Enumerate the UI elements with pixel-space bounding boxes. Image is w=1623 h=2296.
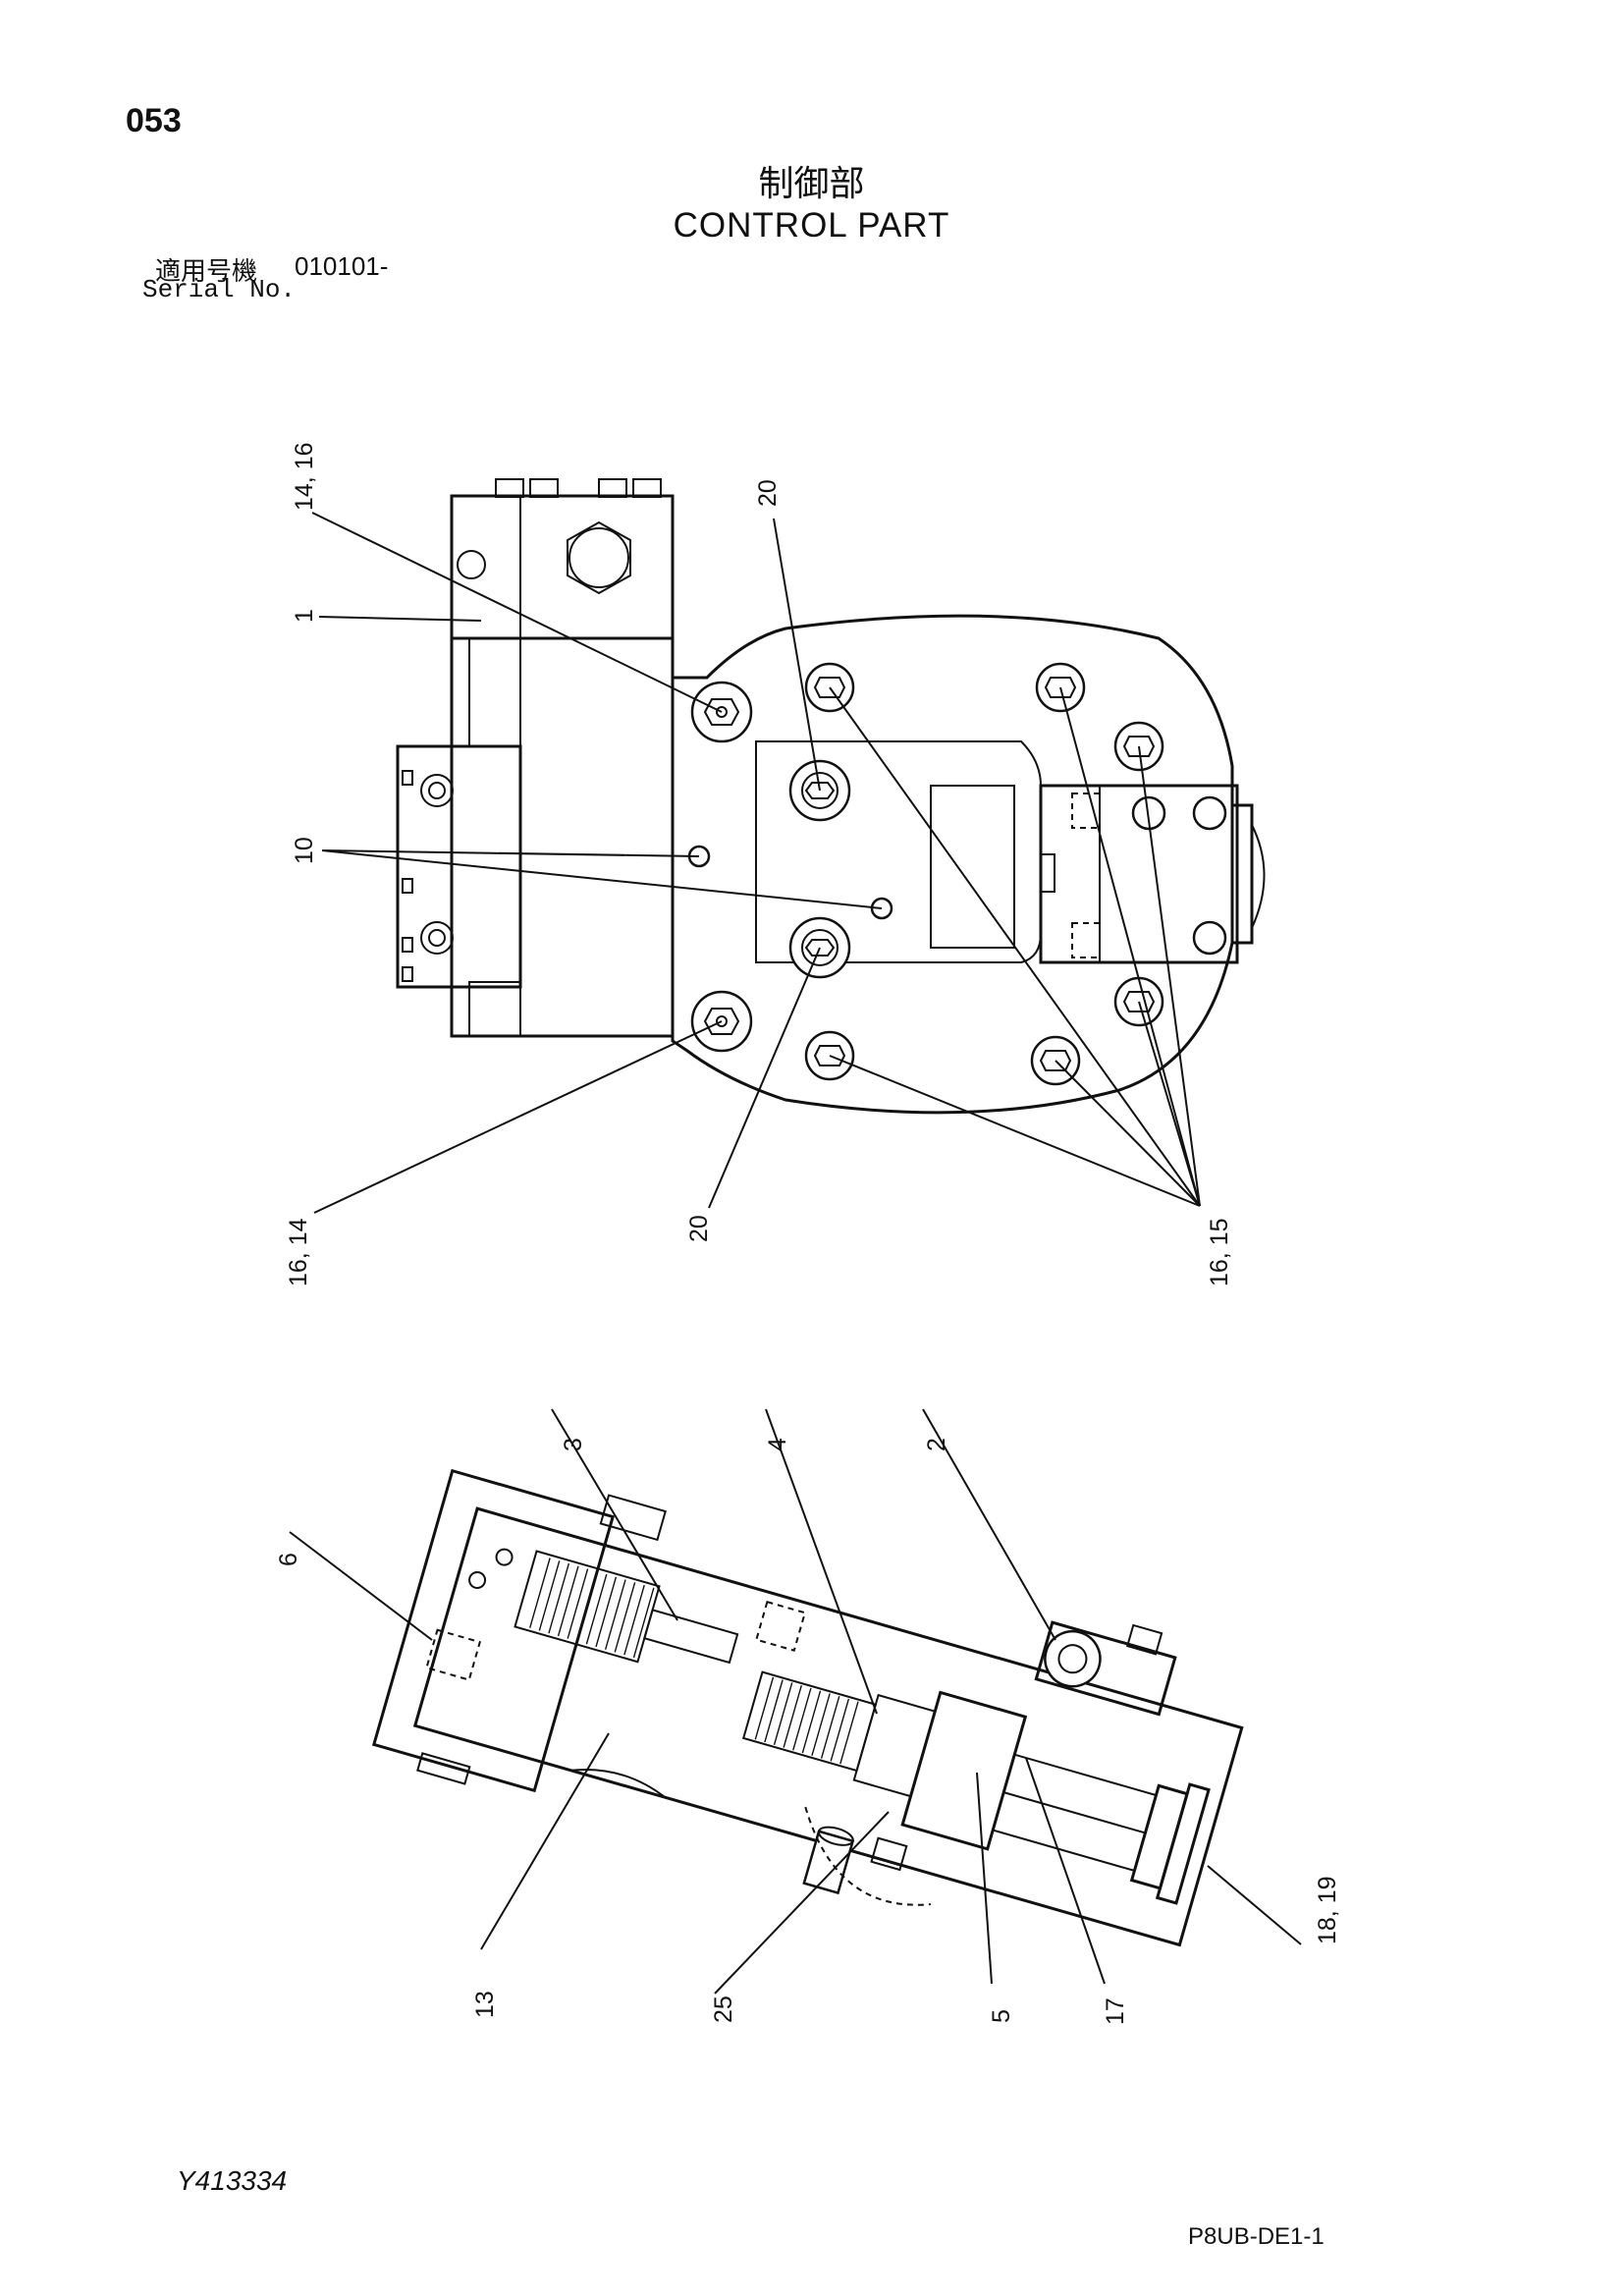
callout-18-19: 18, 19 xyxy=(1314,1876,1341,1944)
callout-20-bottom: 20 xyxy=(685,1215,713,1242)
callout-17: 17 xyxy=(1102,1997,1129,2025)
serial-label-japanese: 適用号機 xyxy=(155,257,258,287)
callout-16-14: 16, 14 xyxy=(285,1218,312,1286)
serial-number-value: 010101- xyxy=(295,251,389,281)
bottom-view-leader-lines xyxy=(289,1408,1302,1995)
callout-5: 5 xyxy=(988,2009,1015,2023)
callout-25: 25 xyxy=(710,1995,737,2023)
callout-20-top: 20 xyxy=(754,479,782,507)
callout-16-15: 16, 15 xyxy=(1206,1218,1233,1286)
page-title-japanese: 制御部 xyxy=(758,164,865,204)
bottom-view-assembly xyxy=(371,1468,1244,1947)
drawing-code: Y413334 xyxy=(177,2165,288,2196)
page-number: 053 xyxy=(126,102,182,139)
callout-3: 3 xyxy=(560,1438,587,1451)
callout-2: 2 xyxy=(923,1438,950,1451)
callout-14-16: 14, 16 xyxy=(291,442,318,511)
callout-10: 10 xyxy=(291,837,318,864)
callout-6: 6 xyxy=(275,1553,302,1566)
callout-13: 13 xyxy=(471,1991,499,2018)
page-title: CONTROL PART xyxy=(673,206,950,245)
callout-1: 1 xyxy=(291,609,318,623)
top-view-leader-lines xyxy=(311,512,1201,1214)
serial-label: Serial No. xyxy=(142,275,297,304)
bolts-16-15 xyxy=(804,662,1227,1086)
page-code: P8UB-DE1-1 xyxy=(1188,2223,1325,2250)
plugs-10 xyxy=(687,845,893,920)
callout-4: 4 xyxy=(764,1438,791,1451)
top-view-assembly xyxy=(396,478,1266,1115)
